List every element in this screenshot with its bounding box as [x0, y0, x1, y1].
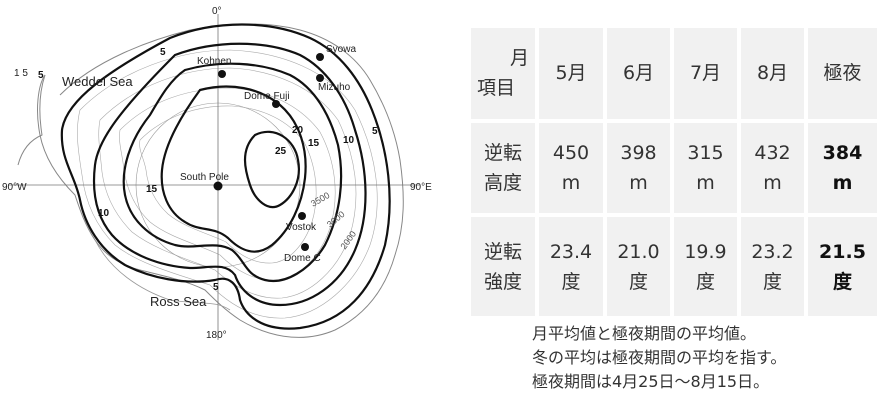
polar-night-header: 極夜 — [808, 28, 877, 123]
label-dome-fuji: Dome Fuji — [244, 91, 290, 102]
label-mizuho: Mizuho — [318, 82, 351, 93]
note-line: 月平均値と極夜期間の平均値。 — [532, 324, 757, 343]
label-kohnen: Kohnen — [197, 56, 231, 67]
contour-label-5-top: 5 — [160, 47, 166, 58]
contour-15 — [122, 62, 343, 283]
dome-c-dot — [301, 243, 309, 251]
contour-5 — [60, 23, 391, 330]
month-header: 7月 — [674, 28, 741, 123]
table-header-row: 月 項目 5月 6月 7月 8月 極夜 — [471, 28, 877, 123]
row-label: 逆転 強度 — [471, 217, 539, 316]
mizuho-dot — [316, 74, 324, 82]
vostok-dot — [298, 212, 306, 220]
row-label: 逆転 高度 — [471, 122, 539, 218]
elev-label-3000: 3000 — [325, 209, 347, 230]
syowa-dot — [316, 53, 324, 61]
elev-label-3500: 3500 — [309, 190, 331, 209]
contour-20 — [160, 85, 307, 253]
coastline — [37, 23, 404, 338]
table-notes: 月平均値と極夜期間の平均値。 冬の平均は極夜期間の平均を指す。 極夜期間は4月2… — [532, 322, 882, 394]
contour-label-20: 20 — [292, 125, 304, 136]
antarctica-contour-map: 0° 90°W 90°E 180° Weddel Sea Ross Sea Ko… — [2, 6, 432, 341]
kohnen-dot — [218, 70, 226, 78]
dome-fuji-dot — [272, 100, 280, 108]
label-vostok: Vostok — [286, 222, 317, 233]
header-item-label: 項目 — [477, 77, 516, 100]
contour-label-10-left: 10 — [98, 208, 110, 219]
note-line: 冬の平均は極夜期間の平均を指す。 — [532, 348, 787, 367]
ross-shelf — [94, 239, 231, 311]
contour-label-5-right: 5 — [372, 126, 378, 137]
label-ross-sea: Ross Sea — [150, 294, 207, 309]
stations — [213, 53, 324, 251]
table-corner-header: 月 項目 — [471, 28, 539, 123]
month-header: 5月 — [539, 28, 607, 123]
peninsula — [17, 74, 46, 166]
antarctica-map: 0° 90°W 90°E 180° Weddel Sea Ross Sea Ko… — [0, 0, 440, 411]
contour-label-5-peninsula: 5 — [38, 70, 44, 81]
month-header: 8月 — [741, 28, 808, 123]
label-90e: 90°E — [410, 182, 432, 193]
contour-label-5-bottom: 5 — [213, 282, 219, 293]
label-weddel-sea: Weddel Sea — [62, 74, 133, 89]
label-0deg: 0° — [212, 6, 222, 17]
label-dome-c: Dome C — [284, 253, 321, 264]
contour-label-25: 25 — [275, 146, 287, 157]
south-pole-dot — [213, 181, 223, 191]
contour-label-15-left: 15 — [146, 184, 158, 195]
inversion-contours — [60, 23, 391, 330]
contour-label-10-right: 10 — [343, 135, 355, 146]
label-90w: 90°W — [2, 182, 27, 193]
contour-10 — [92, 42, 367, 307]
corner-mark: 1 5 — [14, 68, 28, 79]
label-syowa: Syowa — [326, 44, 356, 55]
contour-label-15-right: 15 — [308, 138, 320, 149]
month-header: 6月 — [607, 28, 674, 123]
contour-25 — [243, 130, 300, 209]
header-month-label: 月 — [509, 47, 529, 70]
label-south-pole: South Pole — [180, 172, 229, 183]
note-line: 極夜期間は4月25日〜8月15日。 — [532, 372, 770, 391]
label-180deg: 180° — [206, 330, 227, 341]
